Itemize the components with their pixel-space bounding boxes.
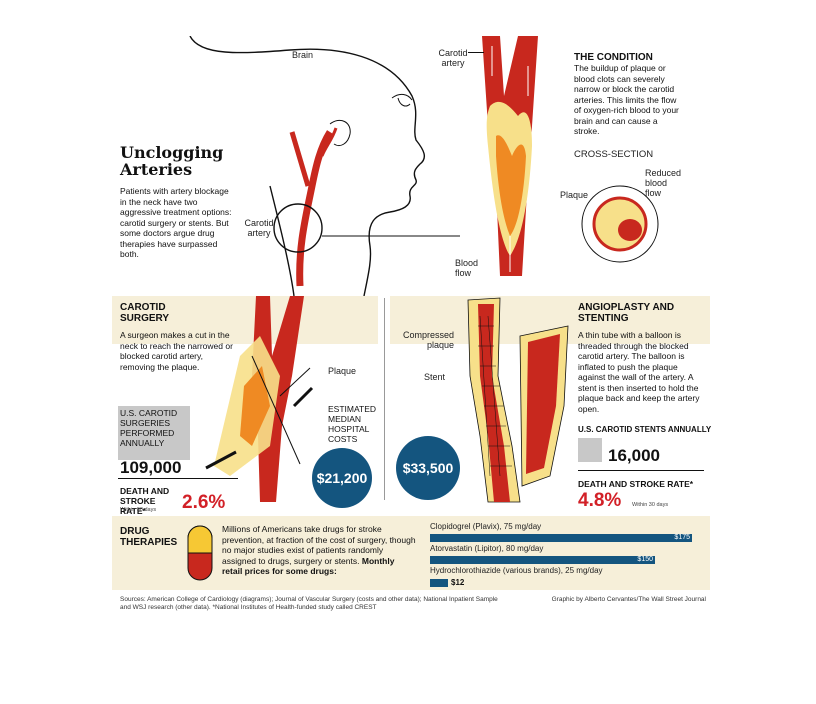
- surgeries-stat-value: 109,000: [120, 458, 182, 477]
- artery-closeup: [482, 36, 538, 276]
- stent-cost-value: $33,500: [402, 460, 454, 476]
- stents-stat-label: U.S. CAROTID STENTS ANNUALLY: [578, 425, 712, 434]
- procedures-band-left: [112, 296, 378, 344]
- footer-credit: Graphic by Alberto Cervantes/The Wall St…: [551, 596, 706, 603]
- drug-name: Clopidogrel (Plavix), 75 mg/day: [430, 522, 542, 531]
- surgery-text: A surgeon makes a cut in the neck to rea…: [120, 330, 233, 372]
- stents-bar-box: [578, 438, 602, 462]
- drug-price-bar: $150: [430, 556, 655, 564]
- drug-price-chart: Clopidogrel (Plavix), 75 mg/day $175 Ato…: [430, 522, 700, 588]
- leader-line: [468, 52, 484, 53]
- cross-section-label: CROSS-SECTION: [574, 149, 654, 160]
- section-divider: [384, 298, 385, 500]
- drug-price-label: $175: [674, 534, 690, 541]
- drug-title: DRUG THERAPIES: [120, 526, 178, 548]
- stent-label: Stent: [424, 372, 446, 382]
- page-title: Unclogging Arteries: [120, 143, 224, 179]
- condition-text: The buildup of plaque or blood clots can…: [574, 63, 679, 136]
- surgery-cost-circle: $21,200: [312, 448, 372, 508]
- drug-item: Hydrochlorothiazide (various brands), 25…: [430, 566, 700, 588]
- surgery-plaque-label: Plaque: [328, 366, 357, 376]
- stenting-death-value: 4.8%: [578, 490, 622, 511]
- stenting-divider: [578, 470, 704, 471]
- surgeries-stat-label: U.S. CAROTID SURGERIES PERFORMED ANNUALL…: [120, 408, 178, 448]
- carotid-artery-label-right: Carotid artery: [438, 48, 468, 68]
- blood-flow-label: Blood flow: [455, 258, 479, 278]
- drug-price-label: $12: [451, 578, 465, 587]
- surgery-death-value: 2.6%: [182, 492, 226, 513]
- condition-title: THE CONDITION: [574, 52, 653, 63]
- stents-stat-value: 16,000: [608, 446, 660, 465]
- plaque-label-top: Plaque: [560, 190, 589, 200]
- stent-cost-circle: $33,500: [396, 436, 460, 500]
- drug-text: Millions of Americans take drugs for str…: [222, 524, 416, 577]
- surgery-divider: [118, 478, 238, 479]
- drug-price-bar: [430, 578, 448, 587]
- surgery-title: CAROTID SURGERY: [120, 302, 170, 324]
- intro-text: Patients with artery blockage in the nec…: [120, 186, 232, 259]
- stenting-death-label: DEATH AND STROKE RATE*: [578, 479, 694, 489]
- footer-sources: Sources: American College of Cardiology …: [120, 596, 498, 611]
- surgery-death-label: DEATH AND STROKE RATE*: [120, 486, 170, 516]
- brain-label: Brain: [292, 50, 314, 60]
- drug-text-bold: Monthly retail prices for some drugs:: [222, 555, 395, 577]
- compressed-plaque-label: Compressed plaque: [402, 330, 454, 350]
- pill-icon: [187, 525, 213, 581]
- stenting-title: ANGIOPLASTY AND STENTING: [578, 302, 675, 324]
- drug-item: Clopidogrel (Plavix), 75 mg/day $175: [430, 522, 700, 544]
- carotid-artery-label-left: Carotid artery: [244, 218, 274, 238]
- drug-price-label: $150: [637, 556, 653, 563]
- drug-text-main: Millions of Americans take drugs for str…: [222, 524, 416, 566]
- stenting-text: A thin tube with a balloon is threaded t…: [578, 330, 700, 414]
- drug-name: Atorvastatin (Lipitor), 80 mg/day: [430, 544, 544, 553]
- stenting-illustration: [467, 297, 569, 503]
- surgeries-bar-box: [118, 406, 190, 460]
- drug-item: Atorvastatin (Lipitor), 80 mg/day $150: [430, 544, 700, 566]
- cross-section-diagram: [581, 185, 659, 263]
- reduced-flow-label: Reduced blood flow: [645, 168, 682, 198]
- surgery-illustration: [205, 296, 314, 502]
- surgery-death-sub: Within 30 days: [120, 507, 157, 513]
- head-illustration: [189, 36, 460, 296]
- drug-name: Hydrochlorothiazide (various brands), 25…: [430, 566, 603, 575]
- costs-label: ESTIMATED MEDIAN HOSPITAL COSTS: [328, 404, 377, 444]
- surgery-cost-value: $21,200: [316, 470, 368, 486]
- drug-price-bar: $175: [430, 534, 692, 542]
- stenting-death-sub: Within 30 days: [632, 502, 669, 508]
